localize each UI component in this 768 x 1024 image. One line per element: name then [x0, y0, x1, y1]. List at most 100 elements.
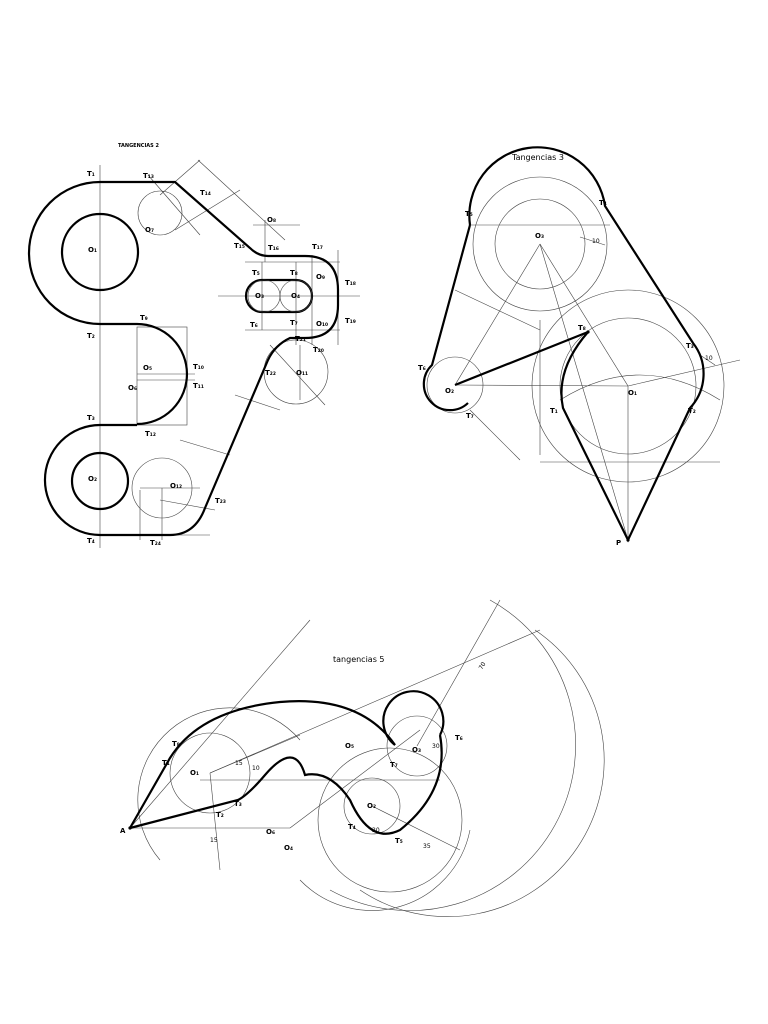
- construction-arc-r70: [329, 599, 576, 911]
- outline-arc-o1: [27, 180, 101, 326]
- label-t4: T₄: [348, 823, 356, 831]
- label-o6: O₆: [266, 828, 275, 836]
- drawing3-title: tangencias 5: [333, 655, 385, 664]
- label-o2: O₂: [88, 475, 97, 483]
- construction-line: [539, 243, 629, 541]
- label-t11: T₁₁: [193, 382, 204, 390]
- label-t3: T₃: [234, 800, 242, 808]
- label-o7: O₇: [145, 226, 154, 234]
- dimension-line: [699, 354, 716, 366]
- label-t4: T₄: [599, 199, 607, 207]
- construction-line: [197, 159, 286, 241]
- label-t1: T₁: [87, 170, 95, 178]
- label-t6: T₆: [418, 364, 426, 372]
- label-t8: T₈: [578, 324, 586, 332]
- label-t7: T₇: [290, 319, 298, 327]
- point-p: [626, 538, 630, 542]
- label-t13: T₁₃: [143, 172, 154, 180]
- drawing-tangencias-3: Tangencias 3 T₁ T₂ T₃ T₄ T₅ T₆ T₇: [418, 146, 741, 547]
- construction-line: [179, 439, 231, 456]
- outline-path: [454, 146, 705, 543]
- label-t1: T₁: [162, 759, 170, 767]
- construction-circle-o7: [137, 190, 183, 236]
- outline-top-path: [100, 180, 305, 258]
- label-o2: O₂: [445, 387, 454, 395]
- dimension-35: 35: [423, 843, 431, 850]
- label-t8: T₈: [172, 740, 180, 748]
- point-a: [128, 826, 132, 830]
- label-t14: T₁₄: [200, 189, 211, 197]
- label-o5: O₅: [143, 364, 152, 372]
- construction-circle-o3: [386, 715, 448, 777]
- construction-line: [129, 619, 311, 829]
- label-o6: O₆: [128, 384, 137, 392]
- outline-left-path: [422, 224, 472, 412]
- label-o1: O₁: [628, 389, 637, 397]
- construction-line: [147, 174, 201, 236]
- label-o9: O₉: [316, 273, 325, 281]
- label-t5: T₅: [395, 837, 403, 845]
- drawing-tangencias-5: tangencias 5 A O₁ O₂ O₃ O₄ O₅ O₆ T₁ T₂ T…: [120, 599, 605, 918]
- label-t20: T₂₀: [313, 346, 324, 354]
- construction-line: [289, 729, 421, 829]
- label-t16: T₁₆: [268, 244, 279, 252]
- construction-line: [454, 243, 541, 386]
- construction-line: [454, 289, 541, 331]
- label-t7: T₇: [466, 412, 474, 420]
- label-o4: O₄: [291, 292, 300, 300]
- label-o12: O₁₂: [170, 482, 182, 490]
- construction-rectangle: [136, 326, 188, 426]
- label-t12: T₁₂: [145, 430, 156, 438]
- point-t8: [586, 330, 590, 334]
- construction-circle-large: [317, 747, 463, 893]
- dimension-30: 30: [432, 743, 440, 750]
- label-t17: T₁₇: [312, 243, 323, 251]
- dimension-20: 20: [372, 827, 380, 834]
- construction-line: [159, 159, 201, 196]
- construction-line: [469, 409, 521, 461]
- construction-circle-o1: [169, 732, 251, 814]
- label-o11: O₁₁: [296, 369, 308, 377]
- label-t22: T₂₂: [265, 369, 276, 377]
- label-t9: T₉: [140, 314, 148, 322]
- label-t1: T₁: [550, 407, 558, 415]
- dimension-10-right: 10: [705, 355, 713, 362]
- drawing-tangencias-2: TANGENCIAS 2: [27, 143, 360, 548]
- outline-bottom-path: [129, 734, 443, 835]
- outline-top-path: [129, 690, 445, 829]
- label-t8: T₈: [290, 269, 298, 277]
- label-o5: O₅: [345, 742, 354, 750]
- outline-arc-o5: [100, 322, 189, 426]
- dimension-line: [579, 236, 606, 246]
- dimension-70: 70: [478, 661, 488, 671]
- construction-circle-o2: [343, 777, 401, 835]
- dimension-15-lower: 15: [210, 837, 218, 844]
- construction-arc: [559, 374, 721, 401]
- label-t5: T₅: [465, 210, 473, 218]
- construction-arc: [137, 707, 301, 861]
- label-t21: T₂₁: [295, 335, 306, 343]
- label-t4: T₄: [87, 537, 95, 545]
- label-o1: O₁: [190, 769, 199, 777]
- construction-line: [371, 805, 461, 851]
- label-o8: O₈: [267, 216, 276, 224]
- label-t6: T₆: [250, 321, 258, 329]
- label-t19: T₁₉: [345, 317, 356, 325]
- label-t23: T₂₃: [215, 497, 226, 505]
- label-t3: T₃: [686, 342, 694, 350]
- construction-circle-o3: [472, 176, 608, 312]
- drawing1-title: TANGENCIAS 2: [118, 143, 160, 149]
- label-o10: O₁₀: [316, 320, 328, 328]
- label-o3: O₃: [255, 292, 264, 300]
- construction-line: [209, 772, 221, 871]
- construction-line: [269, 344, 326, 406]
- label-t15: T₁₅: [234, 242, 245, 250]
- dimension-15-upper: 15: [235, 760, 243, 767]
- outline-right-path: [100, 254, 340, 537]
- construction-line: [209, 734, 301, 774]
- dimension-10-top: 10: [592, 238, 600, 245]
- inner-circle-o2: [70, 451, 130, 511]
- label-a: A: [120, 827, 126, 835]
- construction-arc: [299, 829, 471, 911]
- label-o1: O₁: [88, 246, 97, 254]
